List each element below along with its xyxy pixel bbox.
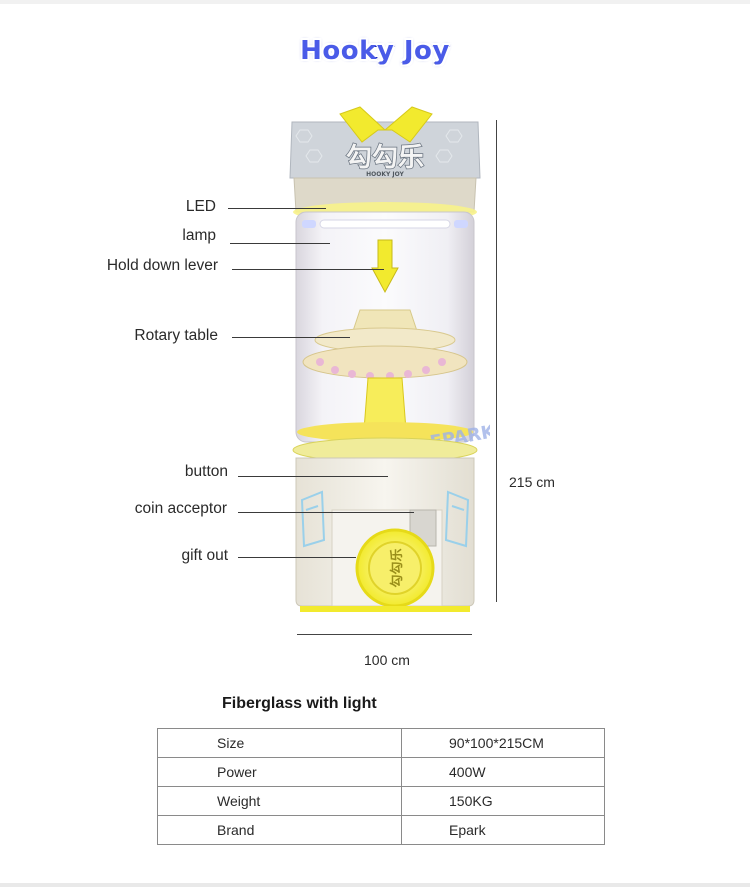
spec-value: 150KG xyxy=(401,786,605,816)
leader-gift-out xyxy=(238,557,356,558)
label-button: button xyxy=(184,463,228,480)
spec-value: 400W xyxy=(401,757,605,787)
top-sign-hexagons xyxy=(295,129,463,163)
table-row: Weight 150KG xyxy=(157,786,605,816)
cabinet-base xyxy=(300,606,470,612)
gift-out-inner xyxy=(368,541,422,595)
leader-button xyxy=(238,476,388,477)
spec-table: Size 90*100*215CM Power 400W Weight 150K… xyxy=(157,728,605,845)
top-divider xyxy=(0,0,750,4)
cabinet-side-art-right xyxy=(444,490,470,548)
lamp-glow-right xyxy=(454,220,468,228)
label-gift-out: gift out xyxy=(181,547,228,564)
prize-floor xyxy=(297,422,473,442)
label-rotary-table: Rotary table xyxy=(134,327,218,344)
leader-rotary-table xyxy=(232,337,350,338)
lamp-bar xyxy=(319,219,451,229)
spec-key: Brand xyxy=(157,815,402,845)
prize-dots xyxy=(316,358,446,380)
label-coin-acceptor: coin acceptor xyxy=(134,500,227,517)
lamp-glow-left xyxy=(302,220,316,228)
hold-down-lever xyxy=(371,239,399,294)
leader-coin-acceptor xyxy=(238,512,414,513)
cabinet-side-art-left xyxy=(300,490,326,548)
spec-value: 90*100*215CM xyxy=(401,728,605,758)
sign-subtext: HOOKY JOY xyxy=(366,171,404,178)
door-text: 勾勾乐 xyxy=(389,548,405,587)
label-led: LED xyxy=(185,198,216,215)
height-dimension-label: 215 cm xyxy=(509,474,555,490)
claw-machine-illustration: 勾勾乐 HOOKY JOY EPARK 勾勾乐 xyxy=(289,106,490,612)
table-row: Brand Epark xyxy=(157,815,605,845)
page-title: Hooky Joy xyxy=(300,36,450,66)
spec-subtitle: Fiberglass with light xyxy=(222,695,377,712)
width-dimension-line xyxy=(297,634,472,635)
leader-lamp xyxy=(230,243,330,244)
leader-hold-down-lever xyxy=(232,269,384,270)
spec-value: Epark xyxy=(401,815,605,845)
hook-logo xyxy=(339,106,433,143)
footer-divider xyxy=(0,883,750,887)
spec-key: Power xyxy=(157,757,402,787)
table-row: Size 90*100*215CM xyxy=(157,728,605,758)
spec-key: Weight xyxy=(157,786,402,816)
table-row: Power 400W xyxy=(157,757,605,787)
leader-led xyxy=(228,208,326,209)
label-hold-down-lever: Hold down lever xyxy=(106,257,218,274)
height-dimension-line xyxy=(496,120,497,602)
width-dimension-label: 100 cm xyxy=(364,652,410,668)
label-lamp: lamp xyxy=(182,227,216,244)
sign-text: 勾勾乐 xyxy=(346,143,424,173)
spec-key: Size xyxy=(157,728,402,758)
